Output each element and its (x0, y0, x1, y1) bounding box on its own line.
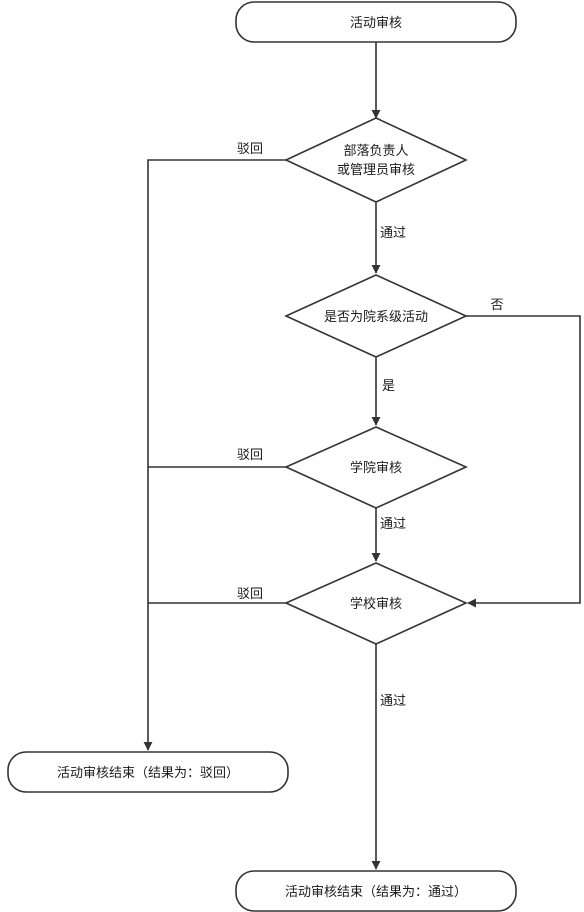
start-node (235, 1, 517, 43)
label-approve-school: 通过 (380, 694, 406, 709)
school-review-decision (284, 562, 468, 645)
label-approve-tribe: 通过 (380, 226, 406, 241)
college-review-decision (284, 426, 468, 509)
label-yes: 是 (382, 379, 395, 394)
college-review-label: 学院审核 (350, 460, 402, 476)
edge-college-check-no (465, 315, 581, 608)
tribe-review-label-line1: 部落负责人 (343, 144, 408, 159)
tribe-review-decision (284, 117, 468, 203)
end-rejected-label: 活动审核结束（结果为：驳回） (57, 766, 239, 781)
end-approved-node (235, 870, 517, 912)
end-rejected-node (7, 751, 289, 793)
end-approved-label: 活动审核结束（结果为：通过） (285, 885, 467, 900)
college-level-decision (284, 274, 468, 358)
label-approve-college: 通过 (380, 517, 406, 532)
label-reject-tribe: 驳回 (237, 142, 263, 157)
label-reject-college: 驳回 (237, 448, 263, 463)
college-level-decision-label: 是否为院系级活动 (324, 310, 428, 325)
tribe-review-label-line2: 或管理员审核 (337, 163, 415, 178)
edge-tribe-review-reject (143, 159, 286, 751)
label-no: 否 (490, 298, 503, 313)
label-reject-school: 驳回 (237, 587, 263, 602)
school-review-label: 学校审核 (350, 596, 402, 612)
start-node-label: 活动审核 (350, 16, 402, 31)
